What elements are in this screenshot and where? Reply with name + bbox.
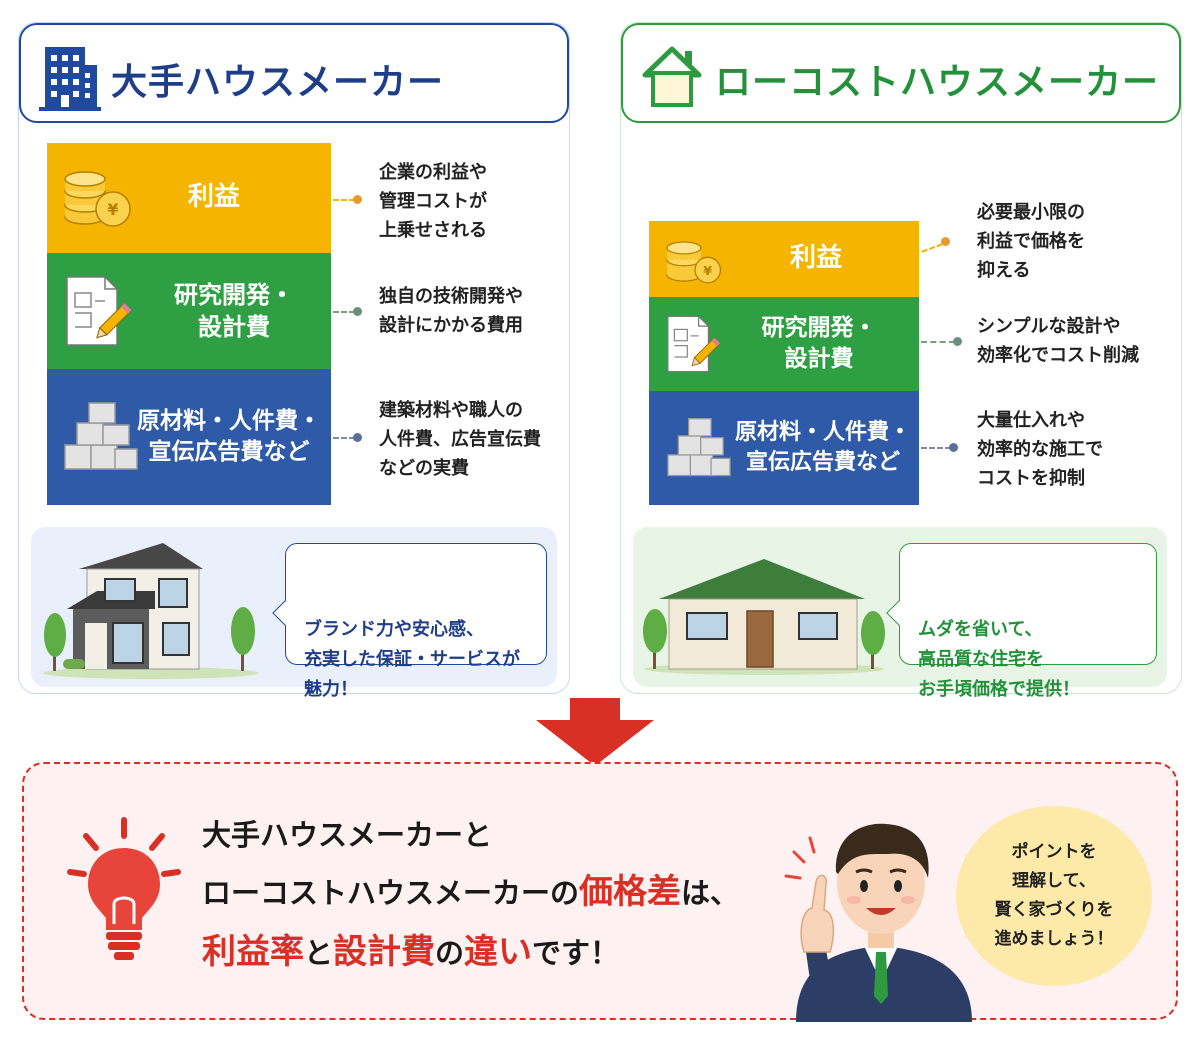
- lowcost-cost-connector: [921, 447, 951, 449]
- major-profit-dot: [353, 195, 362, 204]
- lowcost-profit-block: ¥ 利益: [649, 221, 919, 297]
- major-cost-label: 原材料・人件費・ 宣伝広告費など: [137, 407, 321, 465]
- major-cost-dot: [353, 433, 362, 442]
- svg-text:¥: ¥: [107, 200, 118, 219]
- lowcost-rd-note: シンプルな設計や 効率化でコスト削減: [977, 316, 1139, 366]
- bubble-tail: [272, 600, 298, 626]
- lowcost-cost-stack: ¥ 利益 研究開発・ 設計費: [649, 221, 919, 505]
- lowcost-rd-dot: [953, 337, 962, 346]
- major-appeal-text: ブランド力や安心感、 充実した保証・サービスが 魅力！: [304, 619, 520, 700]
- lowcost-maker-header: ローコストハウスメーカー: [621, 23, 1181, 123]
- blocks-icon: [667, 418, 731, 477]
- two-story-house-icon: [43, 543, 259, 679]
- lowcost-profit-note: 必要最小限の 利益で価格を 抑える: [977, 202, 1085, 281]
- lowcost-profit-label: 利益: [789, 243, 842, 274]
- bubble-tail: [886, 600, 912, 626]
- price-gap-highlight: 価格差: [579, 871, 682, 912]
- lowcost-appeal-bubble: ムダを省いて、 高品質な住宅を お手頃価格で提供！: [886, 543, 1157, 700]
- major-profit-label: 利益: [187, 182, 240, 213]
- design-cost-highlight: 設計費: [333, 932, 436, 973]
- lowcost-appeal-text: ムダを省いて、 高品質な住宅を お手頃価格で提供！: [918, 619, 1080, 700]
- major-cost-connector: [333, 437, 355, 439]
- businessman-pointing-icon: [784, 823, 972, 1022]
- major-profit-connector: [333, 199, 355, 201]
- major-appeal-bubble: ブランド力や安心感、 充実した保証・サービスが 魅力！: [272, 543, 547, 700]
- house-outline-icon: [642, 46, 702, 107]
- major-rd-label: 研究開発・ 設計費: [174, 280, 294, 341]
- profit-rate-highlight: 利益率: [202, 932, 304, 973]
- major-profit-note: 企業の利益や 管理コストが 上乗せされる: [379, 162, 487, 241]
- major-profit-block: ¥ 利益: [47, 143, 331, 253]
- coins-icon: ¥: [666, 241, 722, 284]
- lowcost-rd-block: 研究開発・ 設計費: [649, 297, 919, 391]
- lowcost-maker-panel: ローコストハウスメーカー ¥ 利益: [620, 22, 1182, 700]
- conclusion-line-2: ローコストハウスメーカーの価格差は、: [202, 871, 740, 912]
- blueprint-pencil-icon: [66, 276, 132, 346]
- lightbulb-icon: [67, 817, 181, 960]
- svg-text:¥: ¥: [703, 263, 712, 278]
- lowcost-profit-connector: [921, 243, 943, 253]
- major-cost-note: 建築材料や職人の 人件費、広告宣伝費 などの実費: [379, 400, 541, 479]
- major-cost-stack: ¥ 利益 研究開発・ 設計費: [47, 143, 331, 505]
- major-rd-dot: [353, 307, 362, 316]
- major-cost-block: 原材料・人件費・ 宣伝広告費など: [47, 369, 331, 505]
- conclusion-box: 大手ハウスメーカーと ローコストハウスメーカーの価格差は、 利益率と設計費の違い…: [22, 762, 1178, 1022]
- difference-highlight: 違い: [464, 932, 533, 973]
- one-story-house-icon: [643, 559, 885, 675]
- conclusion-line-1: 大手ハウスメーカーと: [202, 818, 493, 852]
- major-maker-title: 大手ハウスメーカー: [111, 62, 445, 103]
- blueprint-pencil-icon: [667, 315, 721, 373]
- major-rd-note: 独自の技術開発や 設計にかかる費用: [379, 286, 523, 336]
- lowcost-cost-label: 原材料・人件費・ 宣伝広告費など: [734, 420, 911, 475]
- major-house-box: ブランド力や安心感、 充実した保証・サービスが 魅力！: [31, 527, 557, 700]
- major-rd-block: 研究開発・ 設計費: [47, 253, 331, 369]
- lowcost-rd-connector: [921, 341, 955, 343]
- down-arrow-icon: [536, 698, 654, 766]
- lowcost-maker-title: ローコストハウスメーカー: [715, 62, 1160, 103]
- conclusion-line-3: 利益率と設計費の違いです！: [202, 932, 620, 973]
- lowcost-cost-note: 大量仕入れや 効率的な施工で コストを抑制: [977, 410, 1103, 489]
- conclusion-text: 大手ハウスメーカーと ローコストハウスメーカーの価格差は、 利益率と設計費の違い…: [202, 810, 739, 983]
- major-rd-connector: [333, 311, 355, 313]
- lowcost-profit-dot: [941, 237, 950, 246]
- major-maker-header: 大手ハウスメーカー: [19, 23, 569, 123]
- building-icon: [39, 47, 101, 111]
- blocks-icon: [64, 402, 138, 470]
- lowcost-cost-block: 原材料・人件費・ 宣伝広告費など: [649, 391, 919, 505]
- lowcost-rd-label: 研究開発・ 設計費: [761, 314, 877, 372]
- coins-icon: ¥: [64, 171, 131, 227]
- lowcost-cost-dot: [949, 443, 958, 452]
- major-maker-panel: 大手ハウスメーカー ¥ 利益: [18, 22, 570, 700]
- lowcost-house-box: ムダを省いて、 高品質な住宅を お手頃価格で提供！: [633, 527, 1167, 700]
- tip-bubble: ポイントを 理解して、 賢く家づくりを 進めましょう！: [956, 806, 1152, 986]
